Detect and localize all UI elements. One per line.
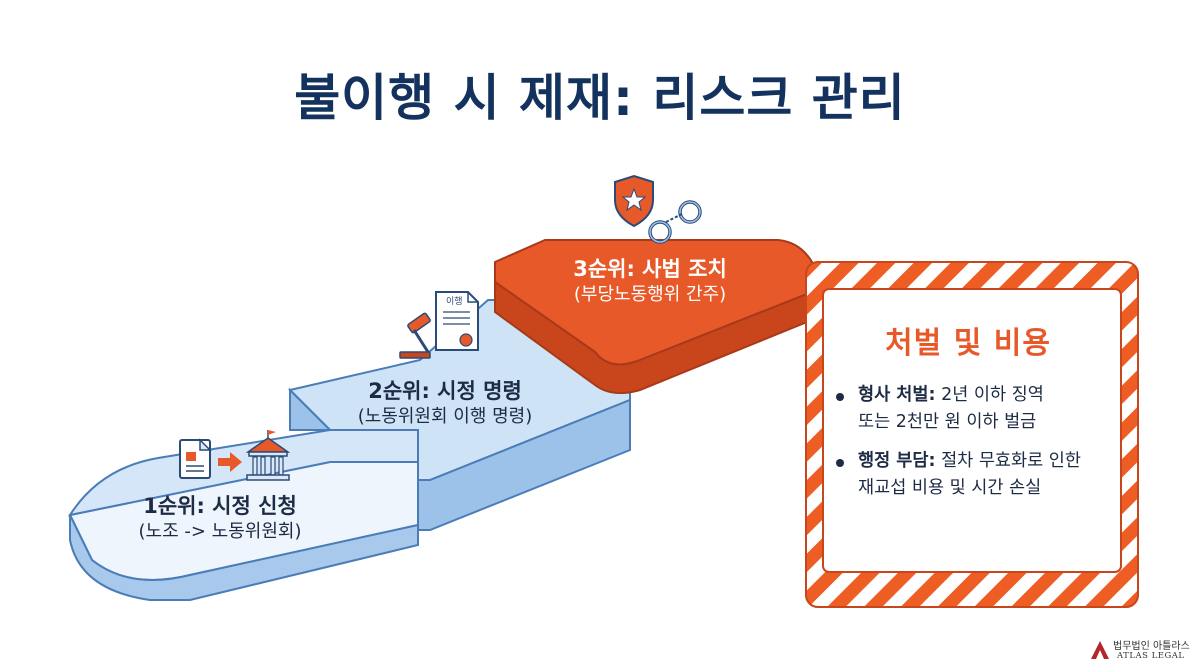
step-3-label: 3순위: 사법 조치 bbox=[573, 257, 727, 281]
document-icon-label: 이행 bbox=[446, 295, 463, 307]
document-icon bbox=[179, 438, 212, 479]
item-heading: 형사 처벌: bbox=[858, 385, 936, 405]
document-seal-icon: 이행 bbox=[435, 291, 479, 351]
handcuffs-icon bbox=[648, 200, 702, 244]
warning-panel bbox=[805, 261, 1139, 608]
bullet-icon bbox=[836, 393, 844, 401]
item-text-line2: 또는 2천만 원 이하 벌금 bbox=[858, 412, 1037, 433]
atlas-logo-icon bbox=[1091, 641, 1109, 659]
list-item: 형사 처벌: 2년 이하 징역 또는 2천만 원 이하 벌금 bbox=[834, 382, 1124, 436]
page-title: 불이행 시 제재: 리스크 관리 bbox=[294, 69, 906, 127]
police-badge-icon bbox=[614, 174, 654, 228]
panel-title: 처벌 및 비용 bbox=[885, 326, 1051, 361]
step-3-text: 3순위: 사법 조치 (부당노동행위 간주) bbox=[525, 255, 775, 308]
step-1-label: 1순위: 시정 신청 bbox=[143, 494, 297, 518]
bullet-icon bbox=[836, 459, 844, 468]
item-text: 절차 무효화로 인한 bbox=[935, 451, 1081, 472]
logo-text-kr: 법무법인 아틀라스 bbox=[1113, 641, 1190, 652]
courthouse-icon bbox=[245, 430, 291, 481]
item-text-line2: 재교섭 비용 및 시간 손실 bbox=[858, 478, 1042, 499]
penalty-list: 형사 처벌: 2년 이하 징역 또는 2천만 원 이하 벌금 행정 부담: 절차… bbox=[834, 382, 1124, 515]
step-2-label: 2순위: 시정 명령 bbox=[368, 379, 522, 403]
step-3-sub: (부당노동행위 간주) bbox=[573, 284, 727, 306]
arrow-right-icon bbox=[218, 452, 242, 472]
list-item: 행정 부담: 절차 무효화로 인한 재교섭 비용 및 시간 손실 bbox=[834, 448, 1124, 502]
item-text: 2년 이하 징역 bbox=[935, 385, 1044, 405]
step-1-text: 1순위: 시정 신청 (노조 -> 노동위원회) bbox=[105, 492, 335, 545]
step-2-text: 2순위: 시정 명령 (노동위원회 이행 명령) bbox=[320, 377, 570, 430]
step-1-sub: (노조 -> 노동위원회) bbox=[138, 521, 302, 543]
step-1-block bbox=[67, 429, 419, 601]
step-2-sub: (노동위원회 이행 명령) bbox=[357, 406, 533, 428]
logo-text-en: ATLAS LEGAL bbox=[1117, 651, 1185, 661]
gavel-icon bbox=[399, 312, 431, 359]
logo: 법무법인 아틀라스 ATLAS LEGAL bbox=[1090, 637, 1195, 665]
item-heading: 행정 부담: bbox=[858, 451, 936, 472]
